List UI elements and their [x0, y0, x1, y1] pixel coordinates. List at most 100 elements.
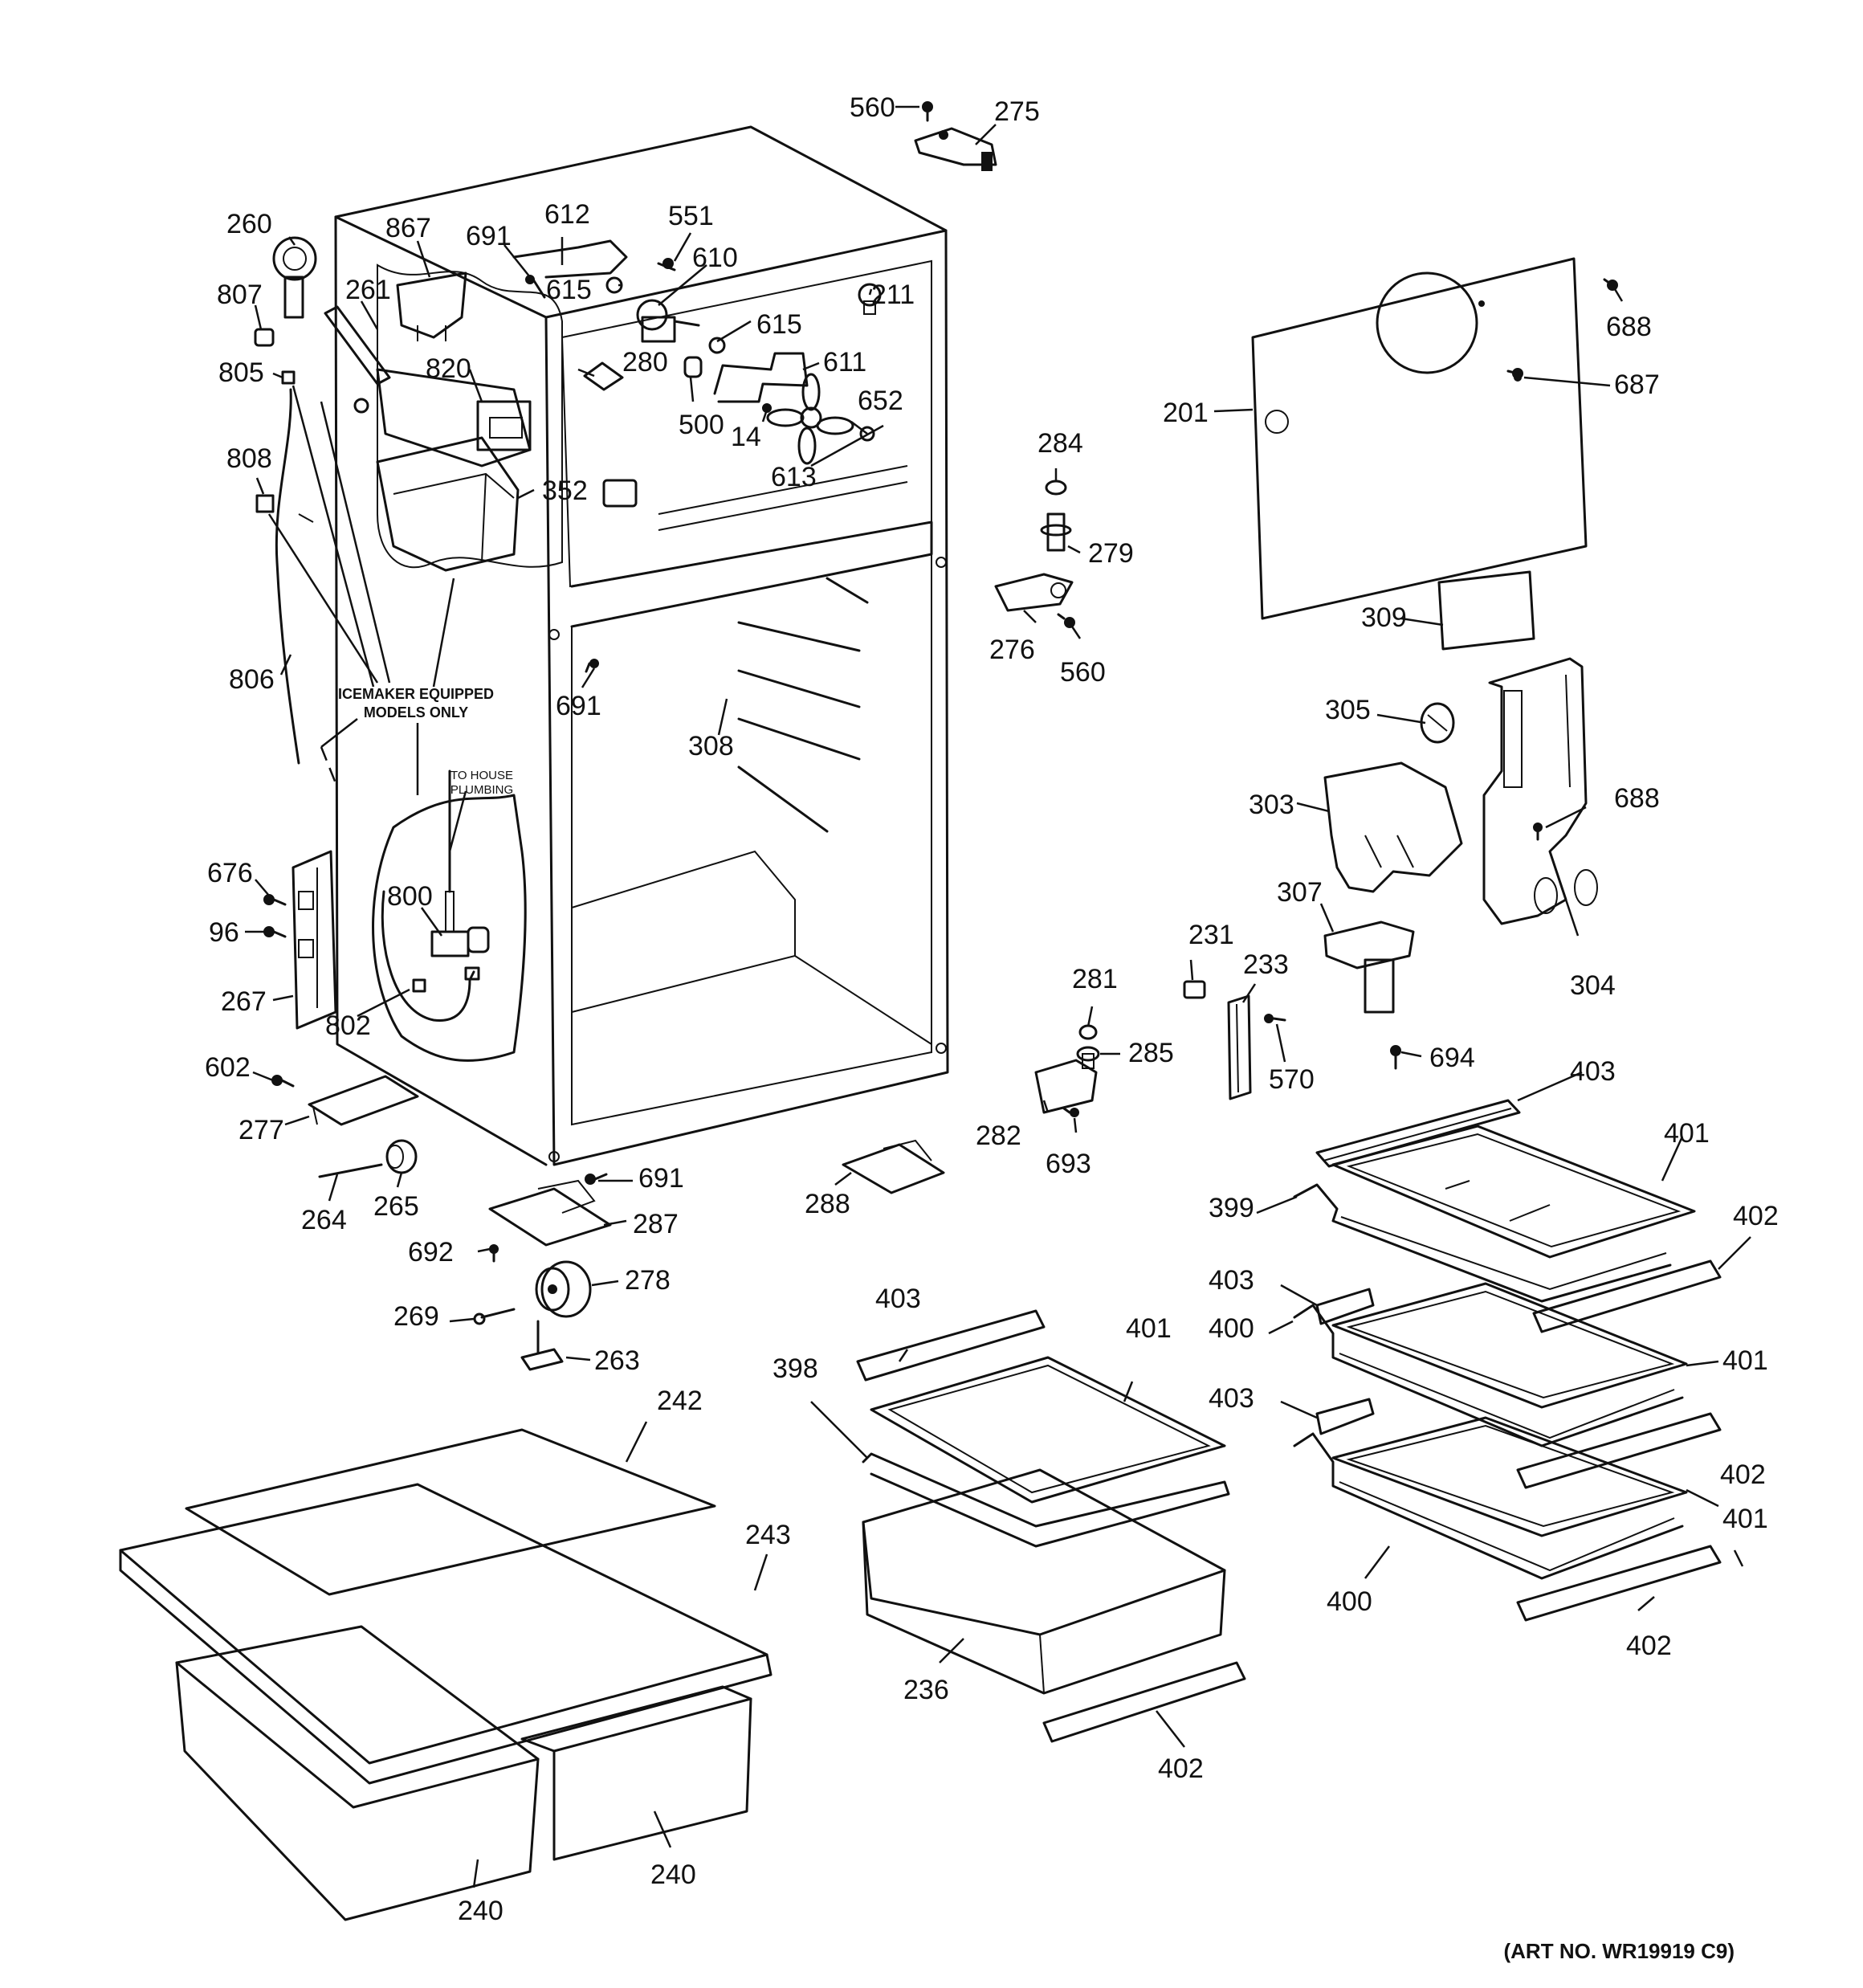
- hinge-275: [914, 127, 997, 171]
- part-label: 805: [218, 357, 264, 388]
- part-label: 277: [238, 1115, 284, 1145]
- leader-lines: [245, 105, 1751, 1888]
- part-label: 401: [1722, 1345, 1768, 1376]
- screw-96: [263, 926, 287, 938]
- shelf-frame-400-mid: [1293, 1304, 1684, 1447]
- part-label: 611: [823, 347, 866, 378]
- part-label: 261: [345, 275, 391, 305]
- bulb-socket-211: [858, 283, 882, 315]
- damper-305: [1420, 702, 1455, 744]
- cover-glass-242: [185, 1428, 716, 1596]
- part-label: 308: [688, 731, 734, 761]
- part-label: 305: [1325, 695, 1371, 725]
- part-label: 278: [625, 1265, 671, 1296]
- part-label: 403: [1209, 1383, 1254, 1414]
- screw-688-mid: [1533, 823, 1543, 841]
- part-label: 615: [756, 309, 802, 340]
- glass-shelf-401-center: [870, 1356, 1226, 1504]
- part-label: 806: [229, 664, 275, 695]
- part-label: 688: [1606, 312, 1652, 342]
- part-label: 691: [466, 221, 512, 251]
- icemaker-note-line1: ICEMAKER EQUIPPED: [338, 686, 494, 702]
- part-label: 96: [209, 917, 239, 948]
- part-label: 551: [668, 201, 714, 231]
- washer-284: [1045, 480, 1067, 496]
- part-label: 285: [1128, 1038, 1174, 1068]
- pan-cover-243: [119, 1483, 773, 1785]
- part-label: 352: [542, 476, 588, 506]
- part-label: 691: [556, 691, 601, 721]
- shelf-trim-403-b: [1315, 1288, 1375, 1325]
- part-label: 236: [903, 1675, 949, 1705]
- part-label: 400: [1327, 1586, 1372, 1617]
- bracket-352: [602, 479, 638, 508]
- part-label: 692: [408, 1237, 454, 1268]
- screw-560-top: [922, 101, 933, 122]
- part-label: 652: [858, 386, 903, 416]
- part-label: 676: [207, 858, 253, 888]
- part-label: 560: [1060, 657, 1106, 688]
- hinge-pin-279: [1040, 512, 1072, 552]
- part-label: 615: [546, 275, 592, 305]
- water-tube-802: [381, 890, 475, 1022]
- screw-692: [489, 1244, 499, 1263]
- fill-tube-261: [324, 305, 391, 386]
- crisper-pan-240-right: [520, 1685, 752, 1861]
- shelf-frame-399: [1293, 1183, 1672, 1303]
- part-label: 402: [1158, 1753, 1204, 1784]
- crisper-drawer-236: [862, 1468, 1226, 1695]
- bracket-287: [488, 1179, 612, 1247]
- shelf-trim-403-d: [856, 1309, 1046, 1382]
- screw-691-top: [525, 275, 546, 299]
- part-label: 688: [1614, 783, 1660, 814]
- air-duct-304: [1482, 657, 1598, 925]
- part-label: 800: [387, 881, 433, 912]
- part-label: 398: [773, 1353, 818, 1384]
- hinge-282: [1034, 1059, 1098, 1114]
- clamp-805: [281, 370, 296, 385]
- bracket-277: [308, 1075, 419, 1126]
- part-label: 602: [205, 1052, 251, 1083]
- part-label: 280: [622, 347, 668, 378]
- hinge-276: [994, 573, 1074, 612]
- part-label: 14: [731, 422, 761, 452]
- part-label: 303: [1249, 790, 1294, 820]
- part-label: 612: [544, 199, 590, 230]
- stop-231: [1183, 980, 1206, 999]
- clip-807: [254, 328, 275, 347]
- part-label: 500: [679, 410, 724, 440]
- part-label: 211: [871, 280, 915, 310]
- part-label: 307: [1277, 877, 1323, 908]
- part-label: 284: [1037, 428, 1083, 459]
- leveler-263: [520, 1320, 564, 1371]
- screw-694: [1390, 1045, 1401, 1070]
- wheel-278: [535, 1260, 592, 1318]
- part-label: 240: [458, 1896, 503, 1926]
- part-label: 694: [1429, 1043, 1475, 1073]
- plumbing-cutaway: [372, 794, 527, 1062]
- part-label: 560: [850, 92, 895, 123]
- glass-shelf-401-mid: [1331, 1282, 1688, 1409]
- part-label: 402: [1733, 1201, 1779, 1231]
- part-label: 276: [989, 635, 1035, 665]
- part-label: 265: [373, 1191, 419, 1222]
- screw-560-right: [1057, 613, 1075, 628]
- part-label: 275: [994, 96, 1040, 127]
- part-label: 243: [745, 1520, 791, 1550]
- grommet-652: [859, 426, 875, 442]
- shelf-frame-398: [862, 1452, 1230, 1548]
- part-label: 402: [1626, 1631, 1672, 1661]
- part-label: 402: [1720, 1459, 1766, 1490]
- pin-269: [473, 1308, 516, 1325]
- water-tube-806: [275, 388, 300, 765]
- icemaker-820: [353, 368, 532, 467]
- fill-tube-260: [272, 236, 317, 319]
- part-label: 613: [771, 462, 817, 492]
- part-label: 808: [226, 443, 272, 474]
- part-label: 267: [221, 986, 267, 1017]
- screw-693: [1062, 1107, 1079, 1117]
- bracket-867: [396, 271, 467, 341]
- part-label: 279: [1088, 538, 1134, 569]
- bracket-611: [713, 352, 809, 403]
- part-label: 403: [1209, 1265, 1254, 1296]
